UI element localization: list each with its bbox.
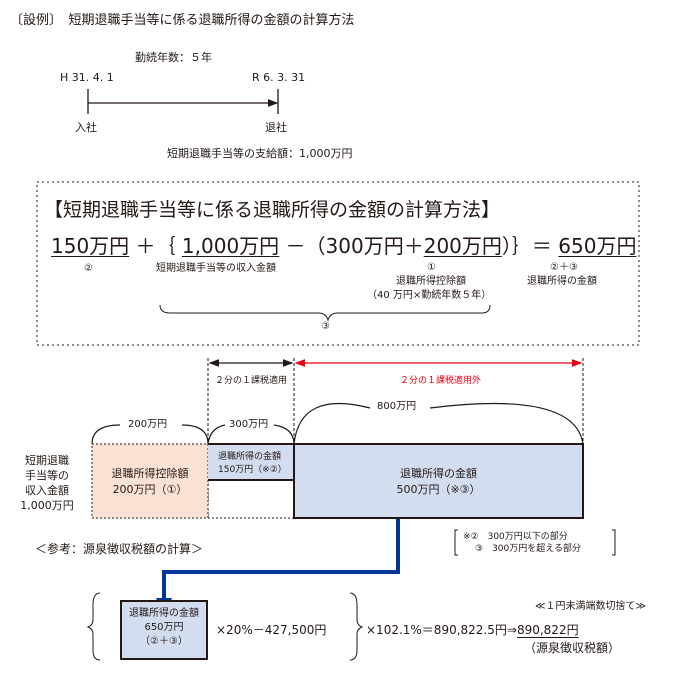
start-label: 入社	[75, 121, 97, 134]
payment-label: 短期退職手当等の支給額：1,000万円	[167, 147, 353, 160]
operator: ＋｛	[135, 234, 176, 258]
label-2: ②	[84, 263, 93, 274]
final-tax-label: （源泉徴収税額）	[524, 641, 621, 655]
arc-200	[91, 424, 209, 445]
formula-box-border	[36, 181, 640, 346]
reference-heading: ＜参考：源泉徴収税額の計算＞	[35, 542, 204, 556]
ref-brace-right	[349, 592, 364, 661]
label-deduction: 退職所得控除額	[396, 276, 466, 287]
operator: ）｝＝	[501, 234, 552, 258]
formula-line: 150万円 ＋｛ 1,000万円 －（300万円＋200万円）｝＝ 650万円	[51, 236, 636, 256]
span-200: 200万円	[128, 419, 168, 430]
calc-step-2: ×102.1%＝890,822.5円⇒890,822円	[366, 623, 579, 637]
years-label: 勤続年数：５年	[135, 51, 212, 64]
timeline-axis	[87, 89, 279, 114]
arc-800	[293, 402, 584, 445]
label-retirement-income: 退職所得の金額	[527, 276, 597, 287]
term-150: 150万円	[51, 234, 130, 258]
ref-brace-left	[86, 592, 101, 661]
result-650: 650万円	[558, 234, 637, 258]
half-tax-label: ２分の１課税適用	[215, 376, 288, 386]
end-date: R 6. 3. 31	[252, 71, 306, 84]
end-label: 退社	[265, 121, 287, 134]
span-800: 800万円	[377, 401, 417, 412]
large-income-box	[293, 443, 584, 519]
label-1: ①	[427, 262, 436, 273]
calc-step-1: ×20%－427,500円	[216, 623, 327, 637]
term-1000: 1,000万円	[181, 234, 280, 258]
label-income: 短期退職手当等の収入金額	[156, 263, 276, 274]
rounding-note: ≪１円未満端数切捨て≫	[535, 601, 646, 612]
operator: －（300万円＋	[285, 234, 424, 258]
no-half-tax-label: ２分の１課税適用外	[400, 376, 482, 386]
label-2-plus-3: ②＋③	[550, 262, 578, 273]
notes-bracket	[454, 529, 616, 556]
label-deduction-detail: （40 万円×勤続年数５年）	[367, 290, 492, 301]
start-date: H 31. 4. 1	[60, 71, 114, 84]
deduction-box	[91, 443, 209, 519]
brace-3	[159, 304, 491, 322]
page-title: 〔設例〕 短期退職手当等に係る退職所得の金額の計算方法	[10, 13, 355, 28]
small-income-box	[208, 444, 294, 480]
term-200: 200万円	[423, 234, 502, 258]
span-300: 300万円	[229, 419, 269, 430]
label-3: ③	[321, 321, 330, 332]
formula-heading: 【短期退職手当等に係る退職所得の金額の計算方法】	[44, 199, 501, 221]
arc-300	[207, 424, 295, 445]
ref-income-box	[120, 600, 208, 660]
navy-flow-arrow	[162, 519, 400, 600]
final-tax: 890,822円	[516, 623, 579, 637]
